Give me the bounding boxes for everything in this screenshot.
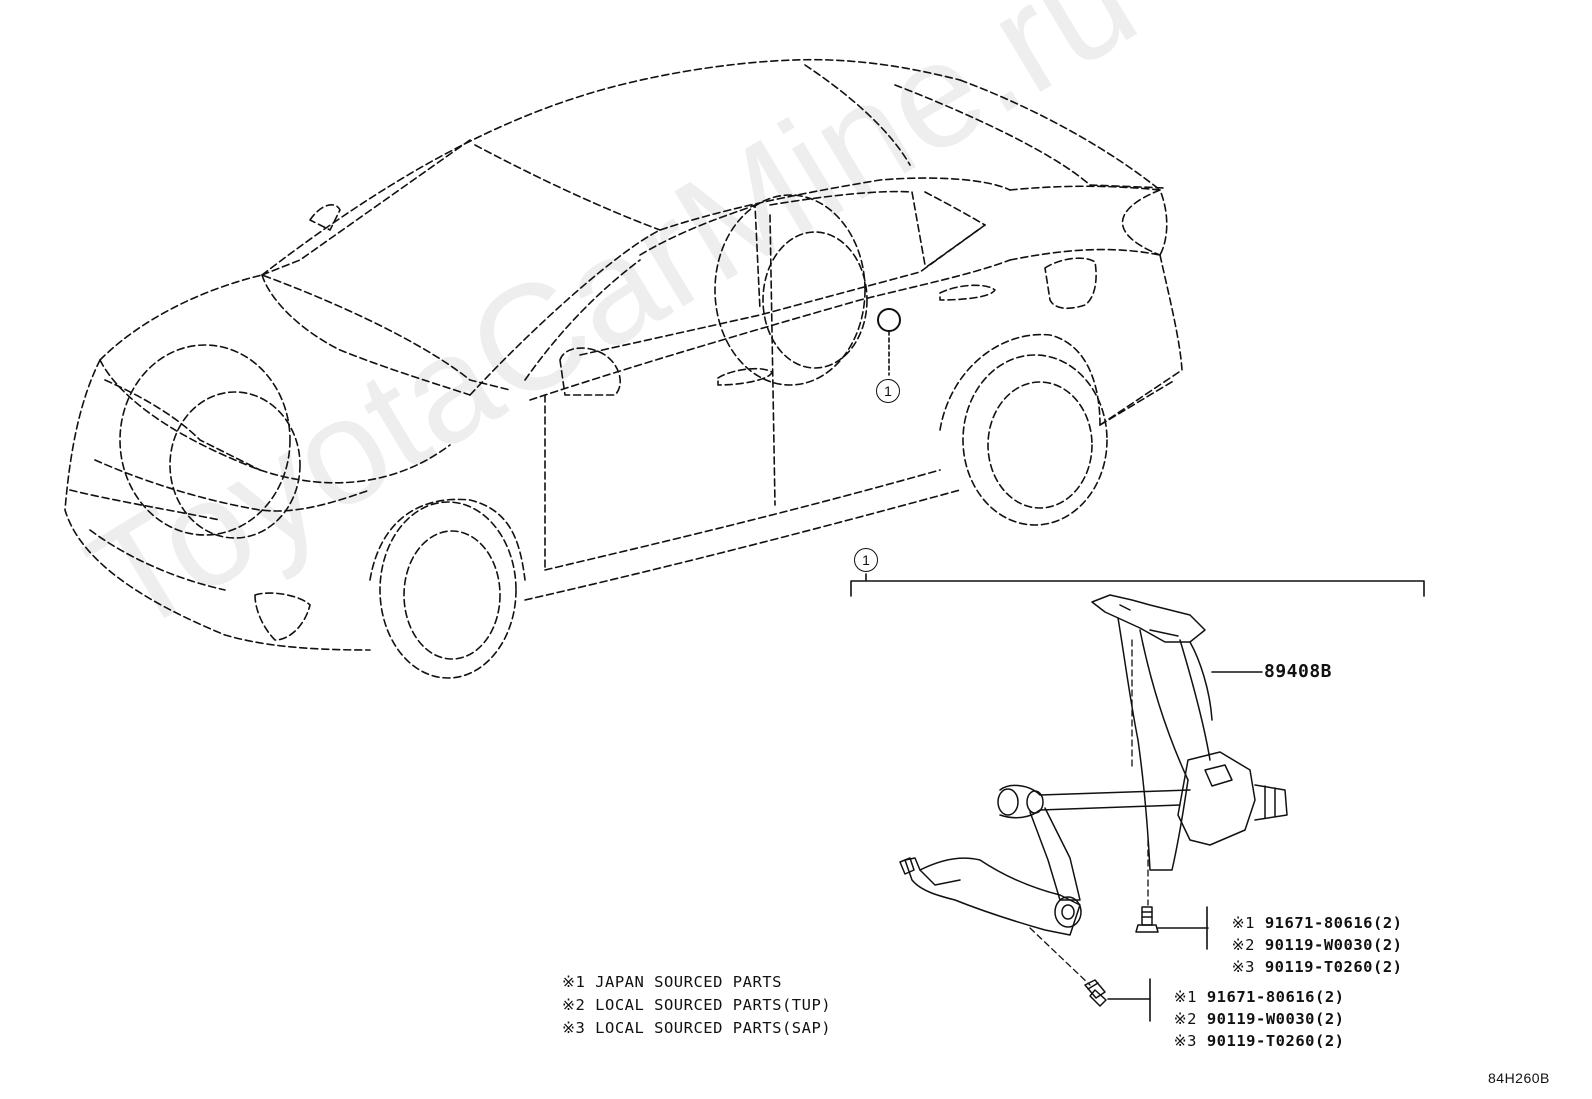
source-mark: ※3: [1173, 1032, 1197, 1050]
height-sensor-assembly: [899, 594, 1288, 936]
part-number[interactable]: 90119-W0030(2): [1264, 936, 1403, 954]
bolt-lower-line-1: ※1 91671-80616(2): [1154, 970, 1345, 1006]
part-number[interactable]: 91671-80616(2): [1264, 914, 1403, 932]
source-mark: ※1: [1231, 914, 1255, 932]
car-outline: [64, 58, 1183, 679]
part-number[interactable]: 90119-T0260(2): [1206, 1032, 1345, 1050]
source-mark: ※2: [1173, 1010, 1197, 1028]
detail-bracket: [850, 573, 1425, 597]
bolt-lower-line-2: ※2 90119-W0030(2): [1154, 992, 1345, 1028]
part-number-89408B[interactable]: 89408B: [1264, 661, 1333, 682]
bolt-upper-line-2: ※2 90119-W0030(2): [1212, 918, 1403, 954]
bolt-upper-line-1: ※1 91671-80616(2): [1212, 896, 1403, 932]
bolt-lower-line-3: ※3 90119-T0260(2): [1154, 1014, 1345, 1050]
figure-code: 84H260B: [1488, 1070, 1550, 1086]
part-number[interactable]: 90119-W0030(2): [1206, 1010, 1345, 1028]
source-mark: ※3: [1231, 958, 1255, 976]
source-mark: ※1: [1173, 988, 1197, 1006]
part-number[interactable]: 91671-80616(2): [1206, 988, 1345, 1006]
part-number[interactable]: 90119-T0260(2): [1264, 958, 1403, 976]
legend-japan-sourced: ※1 JAPAN SOURCED PARTS: [562, 973, 782, 991]
callout-detail: 1: [854, 548, 878, 572]
legend-local-tup: ※2 LOCAL SOURCED PARTS(TUP): [562, 996, 832, 1014]
bolt-lower: [1084, 979, 1107, 1007]
legend-local-sap: ※3 LOCAL SOURCED PARTS(SAP): [562, 1019, 832, 1037]
bolt-upper-line-3: ※3 90119-T0260(2): [1212, 940, 1403, 976]
sensor-location-marker: [877, 308, 901, 332]
source-mark: ※2: [1231, 936, 1255, 954]
bolt-upper: [1135, 906, 1159, 933]
callout-on-car: 1: [876, 379, 900, 403]
